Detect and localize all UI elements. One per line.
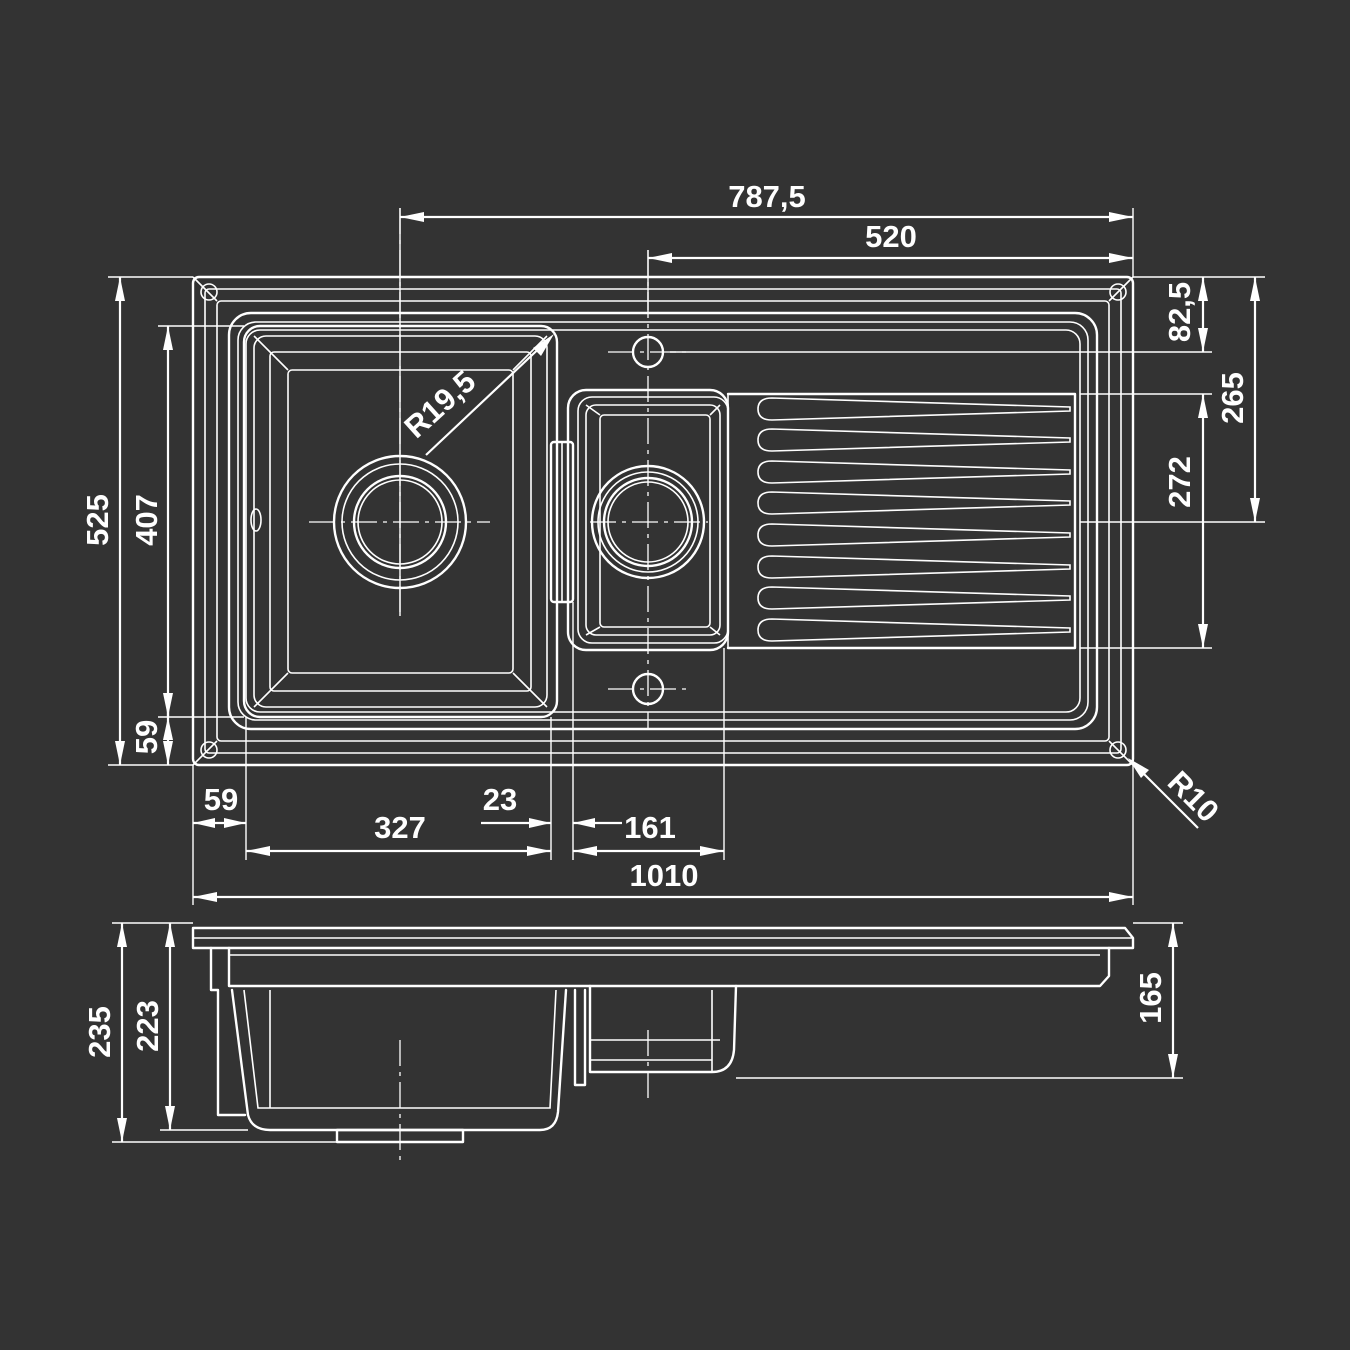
dim-divider-width: 23 [483,782,517,817]
dim-tap-to-center: 265 [1215,372,1250,424]
dim-bowl-length: 407 [129,494,164,546]
dim-bowl-depth: 223 [130,1000,165,1052]
dim-overall-depth: 525 [80,494,115,546]
dim-side-margin: 59 [204,782,238,817]
sink-side-view [191,926,1135,1165]
dim-overall-waste-distance: 787,5 [728,179,806,214]
sink-top-view [191,208,1135,767]
dim-half-bowl-width: 161 [624,810,676,845]
dim-total-height: 235 [82,1006,117,1058]
dimension-lines [108,208,1265,1143]
dim-bowl-width: 327 [374,810,426,845]
dim-outer-corner-radius: R10 [1161,764,1226,829]
dim-bowl-corner-radius: R19,5 [398,364,483,445]
dim-front-margin: 59 [129,720,164,754]
drainer [726,392,1077,650]
dim-half-bowl-depth: 165 [1133,972,1168,1024]
dim-overall-width: 1010 [630,858,699,893]
dim-bowl-waste-spacing: 520 [865,219,917,254]
dim-tap-hole-offset: 82,5 [1162,282,1197,342]
dim-drainer-width: 272 [1162,456,1197,508]
